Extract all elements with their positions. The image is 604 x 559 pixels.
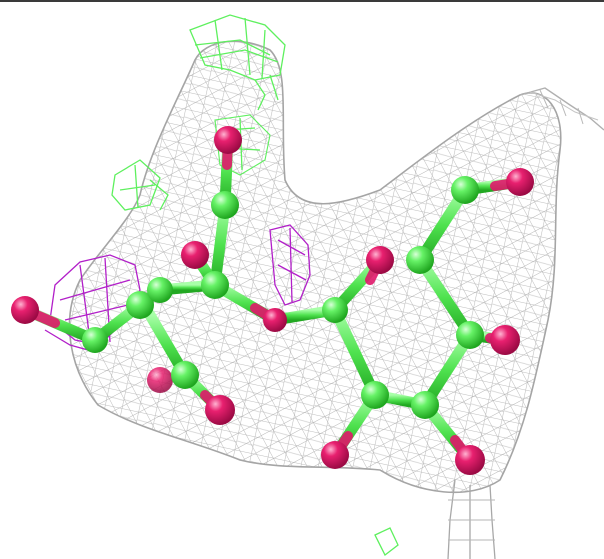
oxygen-atom <box>181 241 209 269</box>
carbon-atom <box>361 381 389 409</box>
oxygen-atom <box>147 367 173 393</box>
oxygen-atom <box>214 126 242 154</box>
carbon-atom <box>211 191 239 219</box>
carbon-atom <box>406 246 434 274</box>
carbon-atom <box>82 327 108 353</box>
oxygen-atom <box>490 325 520 355</box>
oxygen-atom <box>455 445 485 475</box>
carbon-atom <box>126 291 154 319</box>
oxygen-atom <box>11 296 39 324</box>
viewer-top-border <box>0 0 604 2</box>
carbon-atom <box>322 297 348 323</box>
carbon-atom <box>456 321 484 349</box>
carbon-atom <box>171 361 199 389</box>
oxygen-atom <box>205 395 235 425</box>
oxygen-atom <box>506 168 534 196</box>
carbon-atom <box>411 391 439 419</box>
carbon-atom <box>201 271 229 299</box>
carbon-atom <box>147 277 173 303</box>
oxygen-atom <box>321 441 349 469</box>
carbon-atom <box>451 176 479 204</box>
oxygen-atom <box>263 308 287 332</box>
molecule-atoms <box>11 126 534 475</box>
oxygen-atom <box>366 246 394 274</box>
